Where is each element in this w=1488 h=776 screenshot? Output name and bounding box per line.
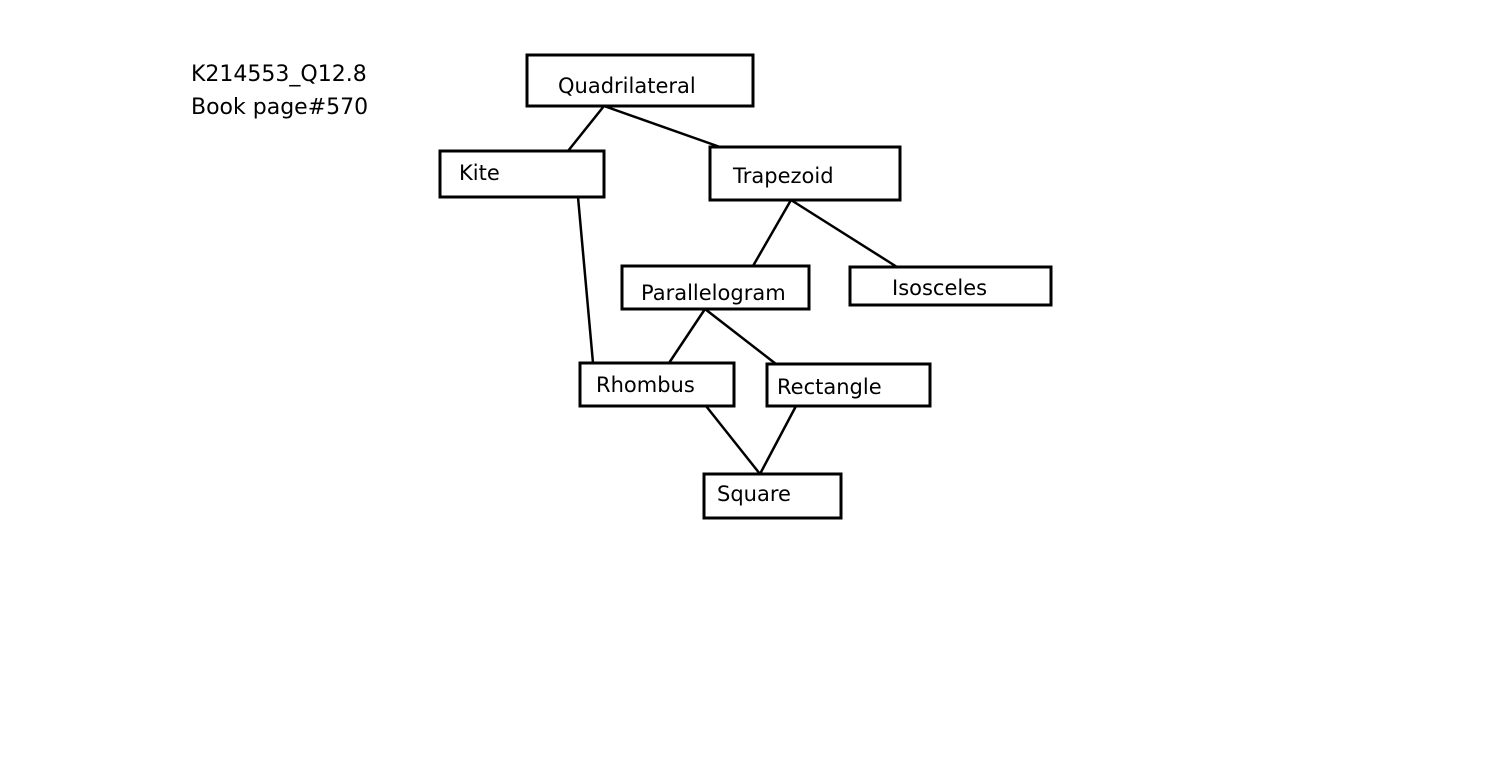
diagram-id-label: K214553_Q12.8 (191, 62, 367, 87)
node-trapezoid: Trapezoid (708, 145, 902, 202)
node-rectangle: Rectangle (765, 362, 932, 408)
edge-parallelogram-to-rectangle (704, 308, 777, 365)
edge-rhombus-to-square (705, 405, 761, 475)
edge-parallelogram-to-rhombus (667, 308, 707, 364)
node-label-rhombus: Rhombus (596, 373, 695, 397)
node-box-trapezoid (708, 145, 902, 202)
edge-rectangle-to-square (758, 405, 798, 475)
node-box-rhombus (578, 361, 736, 408)
edge-quadrilateral-to-trapezoid (603, 104, 721, 149)
node-box-rectangle (765, 362, 932, 408)
node-rhombus: Rhombus (578, 361, 736, 408)
edges-layer (567, 104, 898, 475)
node-parallelogram: Parallelogram (620, 264, 811, 311)
node-quadrilateral: Quadrilateral (525, 53, 755, 108)
node-label-square: Square (717, 482, 791, 506)
edge-trapezoid-to-isosceles (790, 198, 898, 269)
node-kite: Kite (438, 149, 606, 199)
node-box-isosceles (848, 265, 1053, 307)
book-page-label: Book page#570 (191, 95, 369, 120)
edge-kite-to-rhombus (576, 196, 595, 364)
node-label-quadrilateral: Quadrilateral (558, 74, 696, 98)
node-box-kite (438, 149, 606, 199)
node-label-isosceles: Isosceles (892, 276, 987, 300)
node-square: Square (702, 472, 843, 520)
node-label-parallelogram: Parallelogram (641, 281, 786, 305)
node-box-parallelogram (620, 264, 811, 311)
node-box-quadrilateral (525, 53, 755, 108)
edge-quadrilateral-to-kite (567, 105, 605, 152)
node-label-rectangle: Rectangle (777, 375, 882, 399)
node-box-square (702, 472, 843, 520)
edge-trapezoid-to-parallelogram (751, 199, 793, 267)
node-label-trapezoid: Trapezoid (732, 164, 834, 188)
node-isosceles: Isosceles (848, 265, 1053, 307)
node-label-kite: Kite (459, 161, 500, 185)
